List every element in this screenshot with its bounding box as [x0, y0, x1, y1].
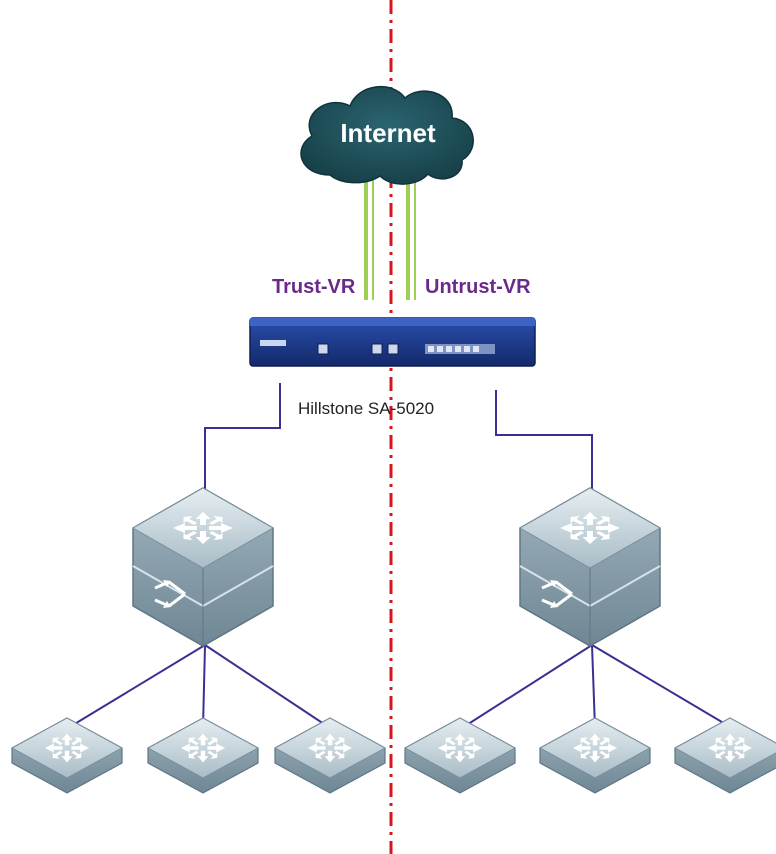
access-switch-6: [675, 718, 776, 793]
internet-cloud-icon: Internet: [300, 85, 474, 185]
access-switch-4: [405, 718, 515, 793]
firewall-icon: [249, 317, 536, 367]
access-switch-2: [148, 718, 258, 793]
firewall-core-links: [204, 383, 593, 500]
core-switch-trust: [133, 488, 273, 646]
internet-label: Internet: [340, 118, 436, 148]
untrust-vr-label: Untrust-VR: [425, 276, 531, 298]
core-access-links: [67, 644, 733, 729]
access-switch-1: [12, 718, 122, 793]
access-switch-3: [275, 718, 385, 793]
firewall-label: Hillstone SA-5020: [298, 399, 434, 418]
trust-vr-label: Trust-VR: [272, 276, 356, 298]
access-switch-5: [540, 718, 650, 793]
core-switch-untrust: [520, 488, 660, 646]
